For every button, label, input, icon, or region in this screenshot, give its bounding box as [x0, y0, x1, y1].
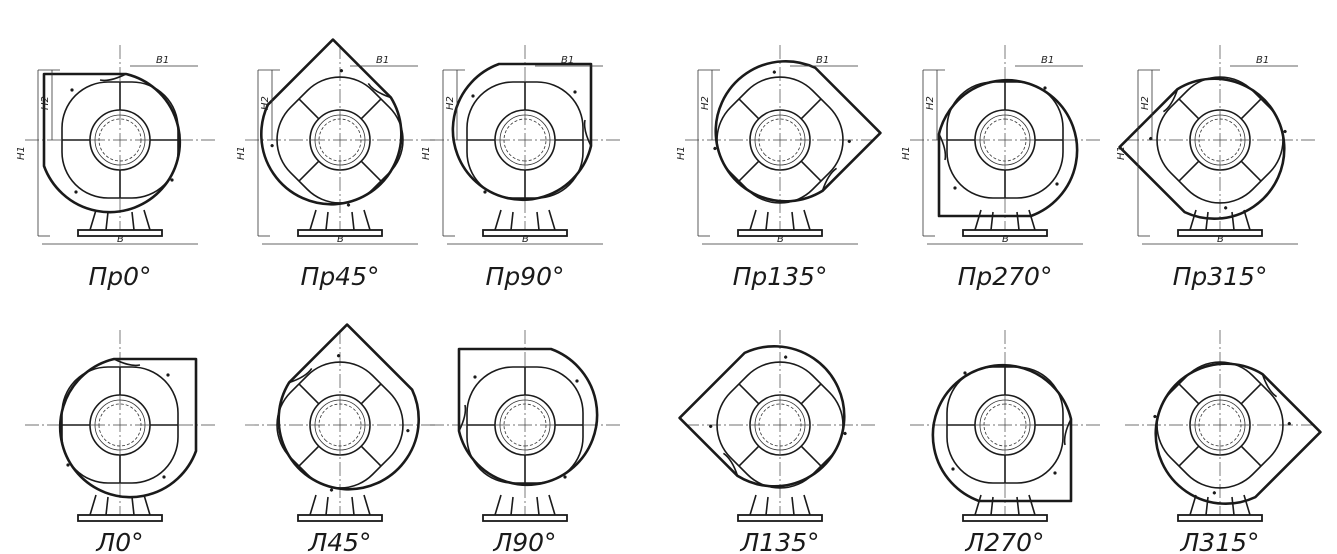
orientation-label: Л90° — [492, 528, 556, 554]
dim-h2: H2 — [700, 96, 711, 110]
orientation-label: Пр45° — [301, 262, 380, 291]
dim-b: B — [117, 234, 124, 245]
dimension-lines: H1 H2B B1 — [421, 55, 603, 245]
dim-b: B — [1002, 234, 1009, 245]
dim-h1: H1 — [901, 146, 912, 160]
orientation-label: Л135° — [739, 528, 819, 554]
volute-casing — [249, 323, 447, 520]
fan-figure: Л0° — [25, 330, 215, 554]
fan-figure: Л90° — [430, 330, 620, 554]
dim-b1: B1 — [376, 55, 389, 66]
volute-casing — [931, 363, 1073, 503]
dim-h2: H2 — [40, 96, 51, 110]
orientation-label: Л45° — [307, 528, 371, 554]
dim-h1: H1 — [676, 146, 687, 160]
volute-casing — [58, 357, 198, 499]
dim-b1: B1 — [1041, 55, 1054, 66]
dim-b1: B1 — [561, 55, 574, 66]
dim-b: B — [777, 234, 784, 245]
fan-figure: Л315° — [1125, 330, 1322, 554]
dim-b: B — [522, 234, 529, 245]
volute-casing — [685, 33, 882, 231]
dim-h1: H1 — [1116, 146, 1127, 160]
dimension-lines: H1 H2B B1 — [1116, 55, 1298, 245]
dim-h1: H1 — [16, 146, 27, 160]
dimension-lines: H1 H2B B1 — [16, 55, 198, 245]
dim-b: B — [1217, 234, 1224, 245]
volute-casing — [937, 78, 1079, 218]
volute-casing — [233, 38, 431, 235]
dim-b1: B1 — [156, 55, 169, 66]
volute-casing — [451, 62, 593, 202]
volute-casing — [1118, 49, 1315, 247]
orientation-label: Пр270° — [958, 262, 1053, 291]
dim-h2: H2 — [445, 96, 456, 110]
dim-h1: H1 — [236, 146, 247, 160]
dim-b: B — [337, 234, 344, 245]
dim-h1: H1 — [421, 146, 432, 160]
volute-casing — [1125, 334, 1322, 532]
dim-b1: B1 — [1256, 55, 1269, 66]
orientation-label: Пр135° — [733, 262, 828, 291]
volute-casing — [678, 318, 875, 516]
orientation-label: Л315° — [1179, 528, 1259, 554]
fan-figure: Л270° — [910, 330, 1100, 554]
fan-figure: Л45° — [245, 323, 447, 554]
dimension-lines: H1 H2B B1 — [901, 55, 1083, 245]
dim-h2: H2 — [1140, 96, 1151, 110]
orientation-label: Л270° — [964, 528, 1044, 554]
dimension-lines: H1 H2B B1 — [676, 55, 858, 245]
dimension-lines: H1 H2B B1 — [236, 55, 418, 245]
volute-casing — [42, 72, 182, 214]
orientation-label: Пр0° — [88, 262, 151, 291]
dim-h2: H2 — [925, 96, 936, 110]
orientation-label: Пр315° — [1173, 262, 1268, 291]
dim-h2: H2 — [260, 96, 271, 110]
dim-b1: B1 — [816, 55, 829, 66]
fan-figure: Л135° — [678, 318, 875, 554]
orientation-label: Пр90° — [486, 262, 565, 291]
volute-casing — [457, 347, 599, 487]
orientation-label: Л0° — [95, 528, 143, 554]
